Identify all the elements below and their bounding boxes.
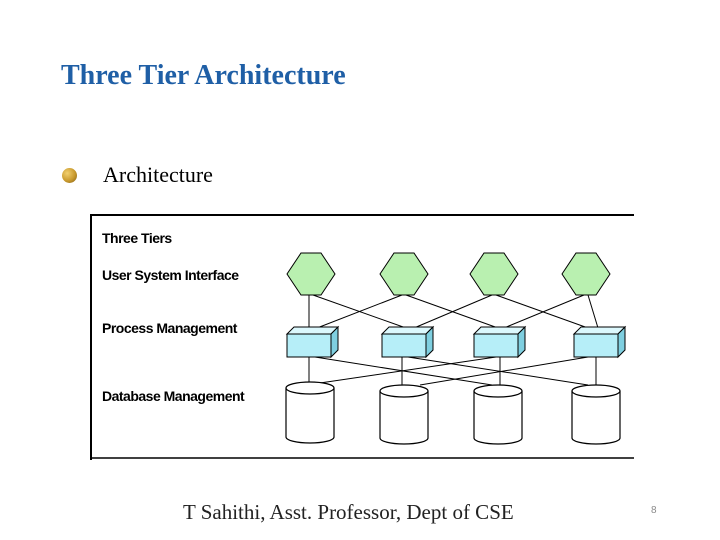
connector-line [503,294,585,329]
slide-title: Three Tier Architecture [61,60,346,91]
diagram-canvas [90,214,634,460]
database-nodes [285,381,621,445]
tier-label-user-interface: User System Interface [102,267,239,283]
process-to-database-connectors [308,356,597,386]
process-nodes [285,325,627,359]
database-cylinder [473,384,523,445]
process-box [380,325,435,359]
connector-line [419,356,589,386]
connector-line [413,294,493,329]
tier-label-database: Database Management [102,388,245,404]
bullet-text: Architecture [103,162,213,187]
connector-line [407,356,589,386]
tier-label-process: Process Management [102,320,237,336]
process-box [285,325,340,359]
ui-to-process-connectors [308,294,599,329]
process-box [572,325,627,359]
ui-hexagon [286,252,336,296]
database-cylinder [379,384,429,445]
ui-hexagon [379,252,429,296]
process-box [472,325,527,359]
ui-hexagon [561,252,611,296]
ui-hexagon [469,252,519,296]
connector-line [319,356,497,384]
three-tier-diagram: Three Tiers User System Interface Proces… [90,214,634,460]
connector-line [316,294,403,329]
database-cylinder [285,381,335,444]
slide-footer: T Sahithi, Asst. Professor, Dept of CSE [183,500,514,524]
connector-line [587,294,599,329]
user-interface-nodes [286,252,611,296]
page-number: 8 [651,505,657,516]
database-cylinder [571,384,621,445]
diagram-heading: Three Tiers [102,230,172,246]
bullet-icon [62,168,77,183]
connector-line [495,294,589,329]
